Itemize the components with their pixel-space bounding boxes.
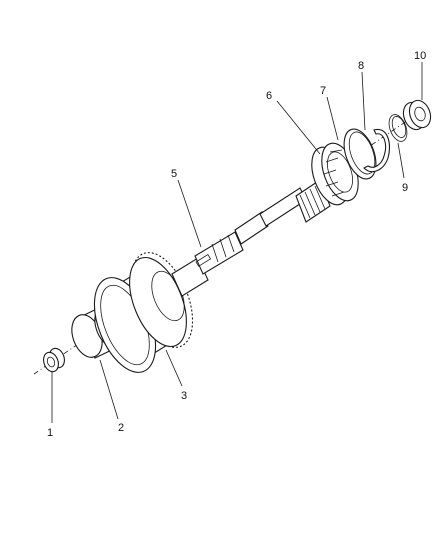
leader-line-6 <box>276 100 321 155</box>
callout-5: 5 <box>171 168 177 180</box>
callout-8: 8 <box>358 60 364 72</box>
callout-10: 10 <box>414 50 426 62</box>
leader-line-2 <box>99 359 119 420</box>
callout-1: 1 <box>47 427 53 439</box>
part-8-snap-ring <box>363 128 391 173</box>
part-1-bushing <box>43 347 65 373</box>
leader-line-3 <box>165 349 183 387</box>
part-5-shaft <box>171 179 331 297</box>
callout-9: 9 <box>402 182 408 194</box>
callout-2: 2 <box>118 422 124 434</box>
part-9-retaining-ring <box>388 114 408 142</box>
leader-line-9 <box>397 142 405 179</box>
leader-line-5 <box>177 179 202 248</box>
leader-line-8 <box>361 71 366 131</box>
callout-3: 3 <box>181 390 187 402</box>
callout-6: 6 <box>266 90 272 102</box>
callout-7: 7 <box>320 85 326 97</box>
part-6-bearing <box>311 142 359 206</box>
part-10-small-bearing <box>402 99 432 131</box>
leader-line-7 <box>326 96 339 141</box>
